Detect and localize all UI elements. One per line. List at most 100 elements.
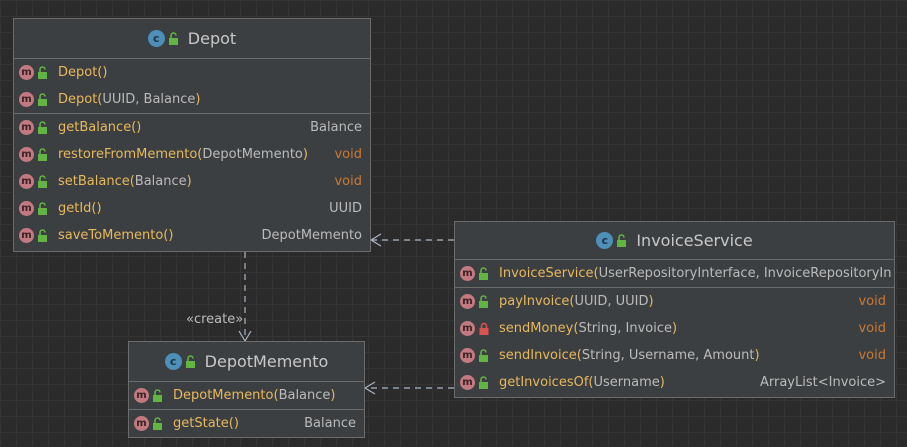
methods-section: m getState() Balance — [129, 410, 364, 437]
method-icon: m — [19, 201, 34, 216]
method-row[interactable]: m sendInvoice(String, Username, Amount) … — [455, 342, 894, 369]
return-type: void — [334, 147, 362, 162]
return-type: ArrayList<Invoice> — [759, 375, 886, 390]
method-params: Balance — [134, 174, 187, 189]
constructors-section: m DepotMemento(Balance) — [129, 382, 364, 410]
method-name: InvoiceService( — [499, 266, 599, 281]
class-header: c DepotMemento — [129, 342, 364, 382]
public-lock-icon — [37, 174, 49, 189]
method-name: sendInvoice( — [499, 348, 582, 363]
class-icon: c — [164, 353, 182, 370]
method-row[interactable]: m setBalance(Balance) void — [14, 168, 370, 195]
class-header: c Depot — [14, 19, 370, 59]
method-name: payInvoice( — [499, 294, 575, 309]
method-params: String, Invoice — [578, 321, 672, 336]
class-header: c InvoiceService — [455, 222, 894, 260]
class-name: InvoiceService — [636, 231, 753, 250]
method-params: UUID, Balance — [102, 92, 196, 107]
public-lock-icon — [37, 201, 49, 216]
method-close: ) — [671, 321, 678, 336]
return-type: DepotMemento — [261, 228, 362, 243]
constructors-section: m InvoiceService(UserRepositoryInterface… — [455, 260, 894, 288]
arrowhead-to-depot — [369, 233, 382, 247]
method-name: getId() — [58, 201, 102, 216]
method-icon: m — [19, 228, 34, 243]
method-icon: m — [19, 120, 34, 135]
class-icon: c — [147, 30, 165, 47]
class-depot[interactable]: c Depot m Depot() m Depot(UUID, Balance)… — [13, 18, 371, 252]
constructor-row[interactable]: m InvoiceService(UserRepositoryInterface… — [455, 260, 894, 287]
public-lock-icon — [478, 294, 490, 309]
method-row[interactable]: m getInvoicesOf(Username) ArrayList<Invo… — [455, 369, 894, 396]
method-row[interactable]: m saveToMemento() DepotMemento — [14, 222, 370, 249]
method-icon: m — [460, 348, 475, 363]
public-lock-icon — [37, 147, 49, 162]
method-close: ) — [195, 92, 201, 107]
return-type: void — [334, 174, 362, 189]
public-lock-icon — [185, 354, 197, 369]
method-close: ) — [330, 388, 336, 403]
constructor-row[interactable]: m DepotMemento(Balance) — [129, 382, 364, 409]
methods-section: m payInvoice(UUID, UUID) void m sendMone… — [455, 288, 894, 396]
method-name: Depot( — [58, 92, 103, 107]
method-params: String, Username, Amount — [581, 348, 755, 363]
public-lock-icon — [152, 388, 164, 403]
method-name: DepotMemento( — [173, 388, 279, 403]
method-close: ) — [754, 348, 760, 363]
public-lock-icon — [616, 233, 628, 248]
return-type: Balance — [310, 120, 362, 135]
method-name: getState() — [173, 416, 239, 431]
public-lock-icon — [37, 228, 49, 243]
return-type: UUID — [329, 201, 362, 216]
method-close: ) — [186, 174, 192, 189]
public-lock-icon — [37, 65, 49, 80]
method-name: restoreFromMemento( — [58, 147, 203, 162]
class-name: Depot — [187, 29, 237, 48]
constructor-row[interactable]: m Depot() — [14, 59, 370, 86]
arrowhead-to-depotmemento-create — [238, 330, 252, 343]
method-close: ) — [648, 294, 654, 309]
method-row[interactable]: m restoreFromMemento(DepotMemento) void — [14, 141, 370, 168]
method-name: getInvoicesOf( — [499, 375, 594, 390]
public-lock-icon — [37, 92, 49, 107]
class-depotmemento[interactable]: c DepotMemento m DepotMemento(Balance) m… — [128, 341, 365, 438]
public-lock-icon — [478, 266, 490, 281]
return-type: void — [858, 321, 886, 336]
method-params: Username — [593, 375, 660, 390]
public-lock-icon — [152, 416, 164, 431]
class-invoiceservice[interactable]: c InvoiceService m InvoiceService(UserRe… — [454, 221, 895, 398]
method-row[interactable]: m getState() Balance — [129, 410, 364, 437]
public-lock-icon — [478, 348, 490, 363]
method-icon: m — [460, 266, 475, 281]
method-icon: m — [134, 416, 149, 431]
method-icon: m — [460, 321, 475, 336]
method-icon: m — [19, 65, 34, 80]
method-close: ) — [659, 375, 665, 390]
method-icon: m — [460, 294, 475, 309]
method-name: Depot() — [58, 65, 108, 80]
method-row[interactable]: m sendMoney(String, Invoice) void — [455, 315, 894, 342]
class-icon: c — [596, 232, 614, 249]
private-lock-icon — [478, 322, 490, 336]
public-lock-icon — [37, 120, 49, 135]
method-name: saveToMemento() — [58, 228, 174, 243]
return-type: Balance — [304, 416, 356, 431]
method-row[interactable]: m getId() UUID — [14, 195, 370, 222]
method-icon: m — [19, 174, 34, 189]
method-icon: m — [134, 388, 149, 403]
method-row[interactable]: m payInvoice(UUID, UUID) void — [455, 288, 894, 315]
method-params: DepotMemento — [202, 147, 303, 162]
public-lock-icon — [478, 375, 490, 390]
method-params: UserRepositoryInterface, InvoiceReposito… — [598, 266, 892, 281]
return-type: void — [858, 348, 886, 363]
public-lock-icon — [168, 31, 180, 46]
arrowhead-to-depotmemento — [363, 381, 376, 395]
method-name: sendMoney( — [499, 321, 579, 336]
constructor-row[interactable]: m Depot(UUID, Balance) — [14, 86, 370, 113]
method-close: ) — [302, 147, 308, 162]
method-icon: m — [19, 147, 34, 162]
method-row[interactable]: m getBalance() Balance — [14, 114, 370, 141]
method-icon: m — [460, 375, 475, 390]
method-icon: m — [19, 92, 34, 107]
methods-section: m getBalance() Balance m restoreFromMeme… — [14, 114, 370, 249]
